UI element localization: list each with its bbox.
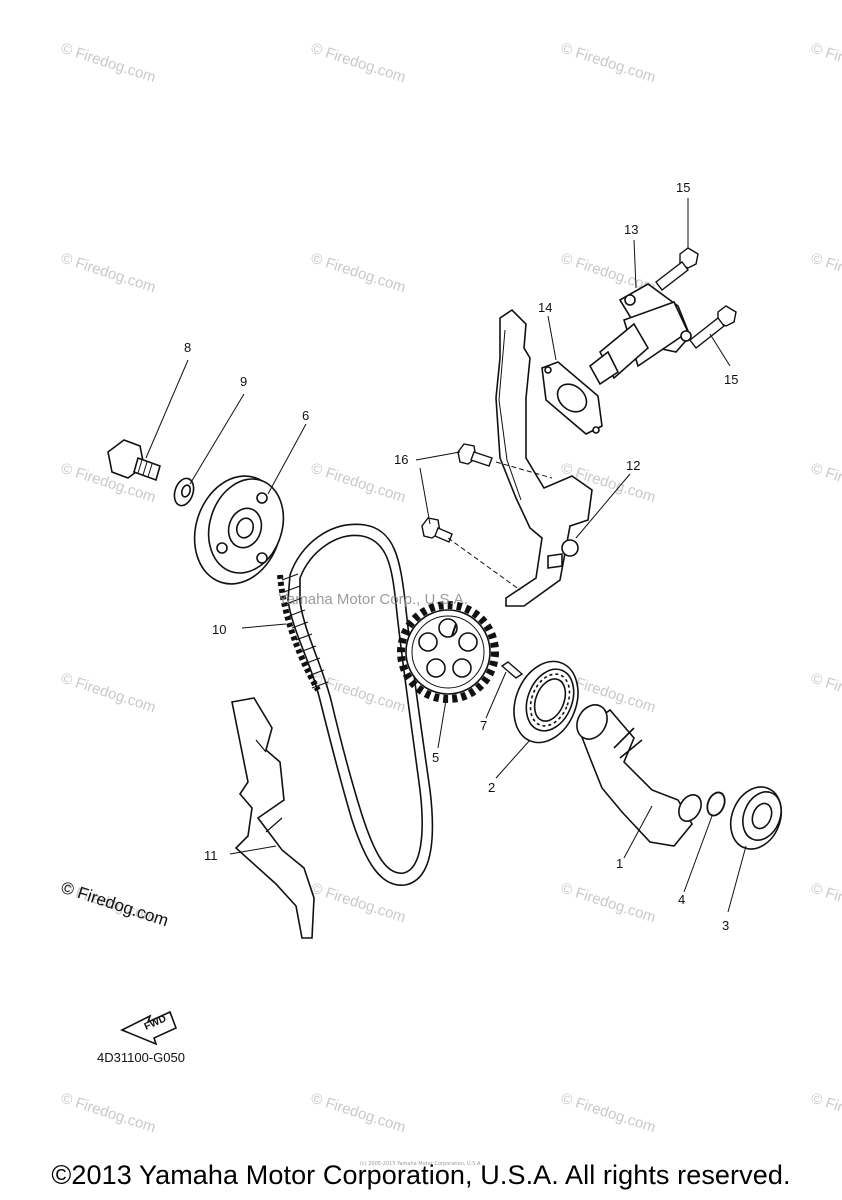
overlay-watermark: Yamaha Motor Corp., U.S.A. xyxy=(278,591,468,608)
callout-5: 5 xyxy=(432,750,439,765)
watermark-text: © Firedog.com xyxy=(559,40,658,87)
leader-lines xyxy=(145,198,747,913)
watermark-text: © Firedog.com xyxy=(309,250,408,297)
watermark-layer: © Firedog.com © Firedog.com © Firedog.com ©… xyxy=(59,40,842,1137)
callout-15-top: 15 xyxy=(676,180,690,195)
callout-1: 1 xyxy=(616,856,623,871)
chain-guide-upper[interactable] xyxy=(495,308,593,607)
watermark-text: © Firedog.com xyxy=(59,670,158,717)
bearing-inner[interactable] xyxy=(502,652,589,752)
bearing-outer[interactable] xyxy=(722,779,790,856)
watermark-text: © Firedog.com xyxy=(809,670,842,717)
callout-12: 12 xyxy=(626,458,640,473)
watermark-text: © Firedog.com xyxy=(309,40,408,87)
callout-6: 6 xyxy=(302,408,309,423)
bolt[interactable] xyxy=(107,439,161,482)
callout-13: 13 xyxy=(624,222,638,237)
watermark-text: © Firedog.com xyxy=(309,1090,408,1137)
watermark-text: © Firedog.com xyxy=(559,1090,658,1137)
watermark-text: © Firedog.com xyxy=(59,40,158,87)
washer[interactable] xyxy=(171,476,197,508)
dowel-pin[interactable] xyxy=(500,661,524,679)
callout-15-right: 15 xyxy=(724,372,738,387)
callout-9: 9 xyxy=(240,374,247,389)
chain-guide-lower[interactable] xyxy=(231,697,315,939)
tensioner-gasket[interactable] xyxy=(541,361,603,435)
callout-4: 4 xyxy=(678,892,685,907)
callout-10: 10 xyxy=(212,622,226,637)
watermark-text: © Firedog.com xyxy=(59,1090,158,1137)
callout-3: 3 xyxy=(722,918,729,933)
watermark-text: © Firedog.com xyxy=(309,460,408,507)
cam-chain[interactable] xyxy=(277,523,434,886)
callout-2: 2 xyxy=(488,780,495,795)
camshaft[interactable] xyxy=(571,699,706,847)
decompressor-plate[interactable] xyxy=(181,465,295,596)
tensioner-bolts[interactable] xyxy=(655,247,737,349)
guide-bolts[interactable] xyxy=(421,443,553,591)
fwd-arrow-icon: FWD xyxy=(120,1010,178,1046)
watermark-text: © Firedog.com xyxy=(809,1090,842,1137)
watermark-text: © Firedog.com xyxy=(809,460,842,507)
cam-sprocket[interactable] xyxy=(397,601,499,703)
cam-chain-tensioner[interactable] xyxy=(588,283,692,386)
callout-8: 8 xyxy=(184,340,191,355)
firedog-label: © Firedog.com xyxy=(59,878,171,931)
watermark-text: © Firedog.com xyxy=(809,40,842,87)
callout-7: 7 xyxy=(480,718,487,733)
o-ring[interactable] xyxy=(704,790,728,818)
watermark-text: © Firedog.com xyxy=(809,250,842,297)
watermark-text: © Firedog.com xyxy=(59,250,158,297)
callouts: 8 9 6 10 11 5 7 2 1 4 3 16 12 13 14 15 1… xyxy=(184,180,738,933)
callout-11: 11 xyxy=(204,848,218,863)
fine-print: (c) 2005-2015 Yamaha Motor Corporation, … xyxy=(360,1161,482,1167)
diagram-code: 4D31100-G050 xyxy=(97,1050,185,1065)
callout-14: 14 xyxy=(538,300,552,315)
callout-16: 16 xyxy=(394,452,408,467)
watermark-text: © Firedog.com xyxy=(559,880,658,927)
copyright-footer: ©2013 Yamaha Motor Corporation, U.S.A. A… xyxy=(51,1160,791,1190)
watermark-text: © Firedog.com xyxy=(309,880,408,927)
watermark-text: © Firedog.com xyxy=(809,880,842,927)
